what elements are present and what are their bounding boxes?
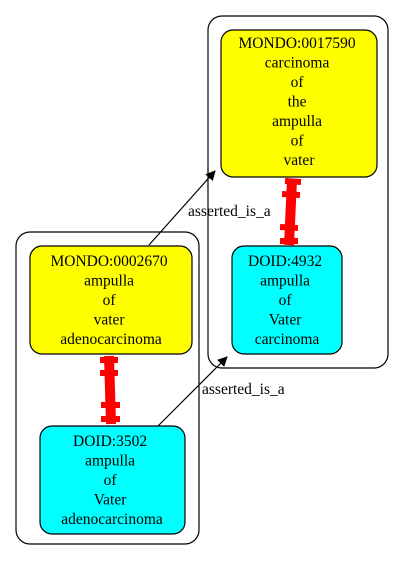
node-line: ampulla bbox=[85, 453, 135, 470]
node-line: adenocarcinoma bbox=[60, 331, 162, 348]
svg-text:MONDO:0002670 ampulla: MONDO:0002670 ampulla of vater adenocarc… bbox=[51, 253, 172, 348]
equiv-edge-bottom bbox=[100, 355, 120, 425]
node-line: DOID:4932 bbox=[248, 253, 322, 270]
node-line: MONDO:0017590 bbox=[239, 35, 356, 52]
node-line: DOID:3502 bbox=[73, 433, 147, 450]
node-mondo-0002670[interactable]: MONDO:0002670 ampulla of vater adenocarc… bbox=[29, 245, 193, 355]
node-line: of bbox=[103, 292, 117, 309]
node-line: of bbox=[291, 74, 305, 91]
node-line: of bbox=[104, 472, 118, 489]
node-line: Vater bbox=[94, 492, 128, 509]
equiv-edge-top bbox=[279, 178, 302, 246]
svg-text:MONDO:0017590 carcinoma: MONDO:0017590 carcinoma of the ampulla o… bbox=[239, 35, 360, 169]
node-line: carcinoma bbox=[265, 55, 330, 72]
node-line: the bbox=[288, 94, 307, 111]
svg-text:DOID:4932 ampulla: DOID:4932 ampulla of Vater carcinoma bbox=[248, 253, 326, 348]
cluster-top-right bbox=[207, 15, 389, 369]
edge-doid-3502-to-doid-4932 bbox=[156, 356, 228, 428]
node-line: adenocarcinoma bbox=[61, 511, 163, 528]
node-line: vater bbox=[284, 152, 316, 169]
node-line: MONDO:0002670 bbox=[51, 253, 168, 270]
edge-label-mondo-is-a: asserted_is_a bbox=[188, 203, 271, 220]
node-line: Vater bbox=[269, 312, 303, 329]
node-doid-3502[interactable]: DOID:3502 ampulla of Vater adenocarcinom… bbox=[39, 425, 186, 535]
node-line: ampulla bbox=[260, 273, 310, 290]
node-line: carcinoma bbox=[255, 331, 320, 348]
edge-label-doid-is-a: asserted_is_a bbox=[202, 381, 285, 398]
node-line: vater bbox=[94, 312, 126, 329]
node-line: ampulla bbox=[272, 113, 322, 130]
edge-mondo-0002670-to-mondo-0017590 bbox=[148, 170, 216, 246]
node-line: ampulla bbox=[84, 273, 134, 290]
node-line: of bbox=[279, 292, 293, 309]
svg-text:DOID:3502 ampulla: DOID:3502 ampulla of Vater adenocarcinom… bbox=[61, 433, 163, 528]
node-line: of bbox=[291, 133, 305, 150]
node-mondo-0017590[interactable]: MONDO:0017590 carcinoma of the ampulla o… bbox=[220, 29, 378, 178]
cluster-bottom-left bbox=[15, 231, 200, 545]
node-doid-4932[interactable]: DOID:4932 ampulla of Vater carcinoma bbox=[231, 245, 343, 355]
